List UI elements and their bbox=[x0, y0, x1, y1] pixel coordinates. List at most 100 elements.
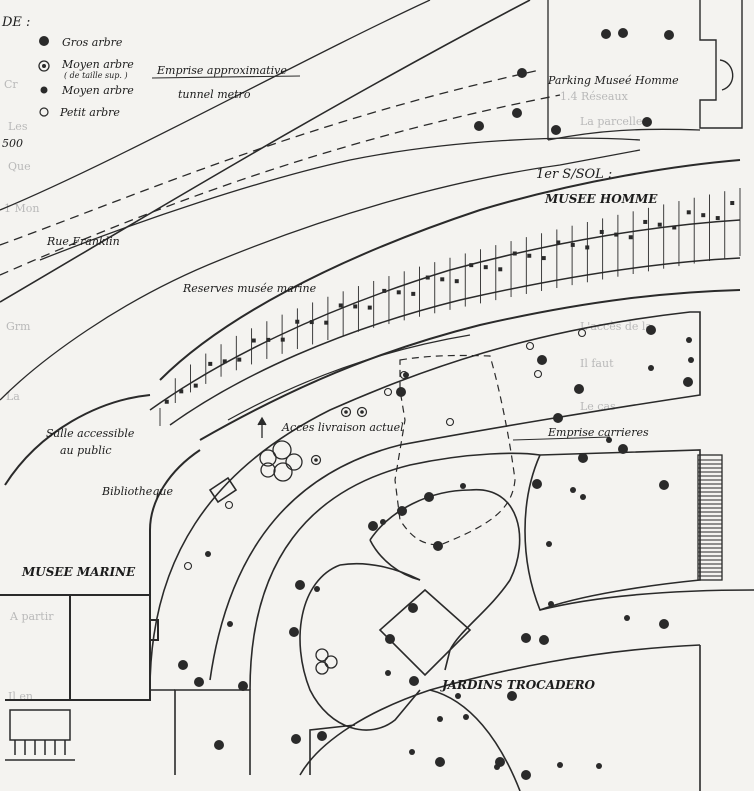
musee-marine-building bbox=[0, 394, 201, 701]
tree-large-icon bbox=[664, 30, 674, 40]
tree-small-icon bbox=[577, 328, 587, 338]
top-right-building bbox=[699, 0, 743, 129]
label-rue-franklin: Rue Franklin bbox=[46, 235, 120, 248]
tree-medium-icon bbox=[688, 357, 694, 363]
tree-medium-icon bbox=[437, 716, 443, 722]
tree-medium-icon bbox=[686, 337, 692, 343]
lower-left-steps bbox=[5, 709, 75, 761]
tree-large-icon bbox=[618, 444, 628, 454]
tree-large-icon bbox=[435, 757, 445, 767]
label-musee-homme: MUSEE HOMME bbox=[544, 192, 658, 206]
tree-medium-icon bbox=[570, 487, 576, 493]
tree-large-icon bbox=[295, 580, 305, 590]
tree-medium-icon bbox=[314, 586, 320, 592]
tree-medium-icon bbox=[648, 365, 654, 371]
tree-small-icon bbox=[445, 417, 455, 427]
museum-wing bbox=[149, 159, 741, 441]
ghost-text: Grm bbox=[6, 320, 31, 333]
tree-medium-icon bbox=[463, 714, 469, 720]
tree-medium-icon bbox=[557, 762, 563, 768]
emprise-carrieres-boundary bbox=[394, 354, 516, 546]
ghost-text: Il en bbox=[8, 690, 33, 703]
tree-large-icon bbox=[289, 627, 299, 637]
tree-large-icon bbox=[178, 660, 188, 670]
legend-medium-tree-icon bbox=[40, 86, 48, 94]
tree-medium-icon bbox=[580, 494, 586, 500]
label-sous-sol: 1er S/SOL : bbox=[536, 167, 612, 182]
tree-ringed-icon bbox=[356, 406, 368, 418]
legend-label-gros: Gros arbre bbox=[62, 36, 123, 49]
tunnel-leader-line bbox=[151, 75, 301, 79]
tree-large-icon bbox=[578, 453, 588, 463]
tree-large-icon bbox=[601, 29, 611, 39]
legend-label-moyen-sup: Moyen arbre bbox=[61, 58, 134, 71]
label-tunnel-metro: tunnel metro bbox=[178, 88, 251, 101]
tree-medium-icon bbox=[205, 551, 211, 557]
tree-medium-icon bbox=[596, 763, 602, 769]
label-acces: Acces livraison actuel bbox=[281, 421, 404, 434]
bush-cluster-north bbox=[259, 440, 303, 482]
tree-large-icon bbox=[238, 681, 248, 691]
tree-large-icon bbox=[539, 635, 549, 645]
tree-large-icon bbox=[646, 325, 656, 335]
ghost-text: Que bbox=[8, 160, 31, 173]
tree-large-icon bbox=[618, 28, 628, 38]
ghost-text: Les bbox=[8, 120, 28, 133]
road-lines bbox=[0, 0, 701, 401]
label-musee-marine: MUSEE MARINE bbox=[21, 565, 136, 579]
tree-large-icon bbox=[474, 121, 484, 131]
tree-large-icon bbox=[368, 521, 378, 531]
label-bibliotheque: Bibliotheque bbox=[101, 485, 173, 498]
ghost-text: A partir bbox=[9, 610, 54, 623]
tree-large-icon bbox=[517, 68, 527, 78]
tree-large-icon bbox=[659, 619, 669, 629]
tree-large-icon bbox=[409, 676, 419, 686]
tree-small-icon bbox=[183, 561, 193, 571]
tree-large-icon bbox=[408, 603, 418, 613]
label-reserves: Reserves musée marine bbox=[182, 282, 317, 295]
map-legend: Gros arbre Moyen arbre ( de taille sup. … bbox=[38, 36, 134, 119]
tree-large-icon bbox=[194, 677, 204, 687]
ghost-text: 1.4 Réseaux bbox=[560, 90, 629, 103]
tree-small-icon bbox=[224, 500, 234, 510]
tree-large-icon bbox=[551, 125, 561, 135]
tree-medium-icon bbox=[494, 764, 500, 770]
bush-cluster-south bbox=[315, 648, 338, 675]
tree-medium-icon bbox=[546, 541, 552, 547]
legend-label-moyen-sub: ( de taille sup. ) bbox=[64, 71, 128, 80]
ghost-text: 1 Mon bbox=[4, 202, 39, 215]
tree-large-icon bbox=[424, 492, 434, 502]
tree-large-icon bbox=[659, 480, 669, 490]
legend-large-tree-icon bbox=[39, 36, 49, 46]
tree-large-icon bbox=[507, 691, 517, 701]
carrieres-leader-line bbox=[512, 436, 611, 441]
tree-medium-icon bbox=[380, 519, 386, 525]
tree-large-icon bbox=[433, 541, 443, 551]
tree-large-icon bbox=[521, 633, 531, 643]
ghost-text: Cr bbox=[4, 78, 18, 91]
tree-medium-icon bbox=[409, 749, 415, 755]
tree-large-icon bbox=[291, 734, 301, 744]
tree-large-icon bbox=[317, 731, 327, 741]
legend-small-tree-icon bbox=[39, 107, 49, 117]
label-emprise-carrieres: Emprise carrieres bbox=[547, 426, 649, 439]
label-emprise-tunnel: Emprise approximative bbox=[156, 64, 287, 77]
acces-arrow bbox=[257, 416, 267, 438]
tree-small-icon bbox=[399, 370, 409, 380]
tree-large-icon bbox=[512, 108, 522, 118]
tree-large-icon bbox=[521, 770, 531, 780]
tree-large-icon bbox=[396, 387, 406, 397]
label-jardins: JARDINS TROCADERO bbox=[440, 678, 596, 692]
label-salle-1: Salle accessible bbox=[46, 427, 135, 440]
tree-ringed-icon bbox=[310, 454, 322, 466]
garden-paths bbox=[149, 311, 754, 791]
tree-medium-icon bbox=[385, 670, 391, 676]
tree-medium-icon bbox=[227, 621, 233, 627]
right-staircase bbox=[697, 454, 723, 581]
legend-title: DE : bbox=[1, 15, 30, 30]
legend-ringed-tree-icon bbox=[38, 60, 50, 72]
margin-number: 500 bbox=[2, 137, 23, 150]
